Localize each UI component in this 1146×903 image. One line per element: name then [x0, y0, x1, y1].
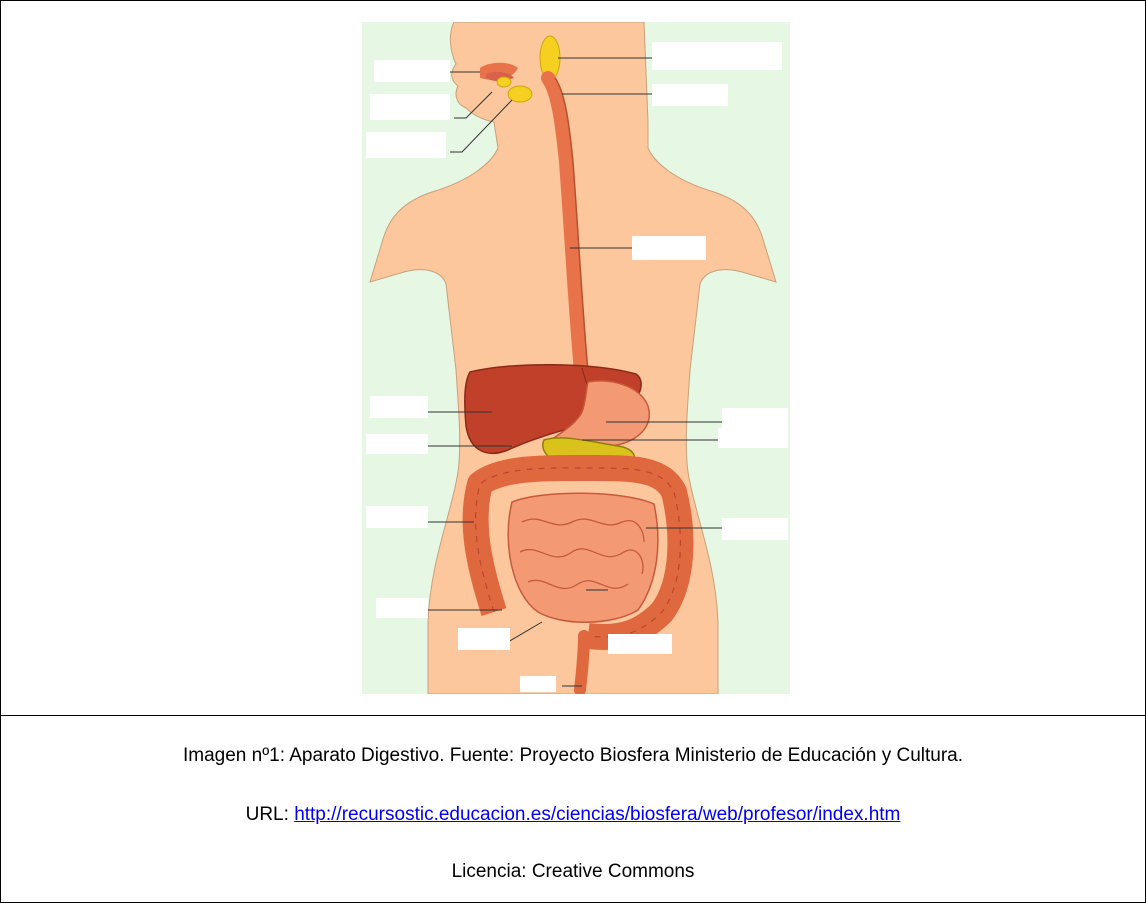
digestive-system-diagram	[362, 22, 790, 694]
label-box	[458, 628, 510, 650]
label-box	[722, 518, 788, 540]
sublingual-gland	[497, 77, 511, 87]
label-box	[722, 408, 788, 428]
source-url-link[interactable]: http://recursostic.educacion.es/ciencias…	[294, 804, 900, 825]
url-prefix: URL:	[246, 804, 295, 825]
license-line: Licencia: Creative Commons	[0, 861, 1146, 883]
label-box	[652, 84, 728, 106]
label-box	[366, 506, 428, 528]
table-row-divider	[0, 715, 1146, 716]
label-box	[608, 634, 672, 654]
label-box	[366, 434, 428, 454]
rectum	[580, 636, 584, 690]
label-box	[376, 598, 428, 618]
label-box	[374, 60, 450, 82]
label-box	[632, 236, 706, 260]
submandibular-gland	[508, 86, 532, 102]
label-box	[370, 94, 450, 120]
source-url-line: URL: http://recursostic.educacion.es/cie…	[0, 804, 1146, 826]
label-box	[370, 396, 428, 418]
label-box	[652, 42, 782, 70]
small-intestine	[508, 493, 658, 622]
label-box	[520, 676, 556, 692]
label-box	[366, 132, 446, 158]
label-box	[718, 428, 788, 448]
figure-caption: Imagen nº1: Aparato Digestivo. Fuente: P…	[0, 745, 1146, 767]
